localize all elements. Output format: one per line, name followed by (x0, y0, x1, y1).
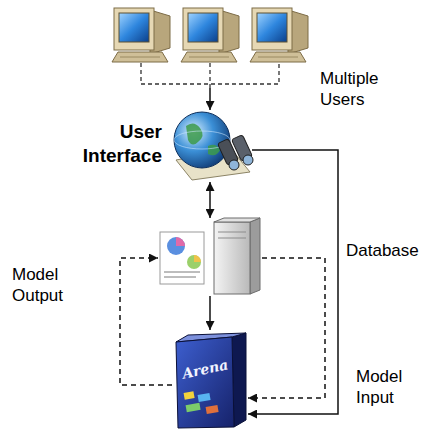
arena-model-box: Arena (172, 330, 248, 430)
report-sheet (160, 232, 204, 284)
arrow-connector (248, 150, 338, 414)
pie-slice (194, 255, 201, 262)
user-group: Multiple Users (110, 4, 310, 88)
box-tile (198, 393, 211, 402)
arrow-connector (209, 182, 211, 218)
user-interface-icon: User Interface (168, 110, 252, 182)
computer-icon (250, 8, 308, 62)
report-line (164, 272, 200, 273)
arena-box (176, 333, 246, 428)
report-lines (164, 272, 200, 277)
edge-label: Model Output (12, 264, 108, 307)
database-icon (160, 218, 260, 294)
box-tile (186, 403, 201, 412)
globe-icon (174, 112, 253, 180)
user-bracket (141, 63, 279, 88)
arrow-connector (209, 88, 211, 110)
database-icon-node: Database (158, 218, 262, 296)
report-line (164, 277, 196, 278)
node-label: Multiple Users (320, 68, 412, 111)
globe (174, 112, 230, 168)
globe-land (186, 123, 220, 155)
server-box (214, 222, 250, 294)
edge-label: Model Input (356, 366, 436, 409)
server-side (250, 218, 260, 294)
server-slot (218, 232, 246, 233)
pie-slice (176, 237, 185, 246)
node-label: Database (346, 240, 438, 261)
binoculars (217, 135, 253, 170)
server-slot (218, 238, 246, 239)
box-tile (206, 405, 219, 414)
dashed-arrow (248, 258, 325, 398)
user-computers (112, 8, 308, 62)
binocular-lens (229, 160, 239, 170)
arrow-connector (209, 296, 211, 330)
computer-icon (181, 8, 239, 62)
node-label: User Interface (50, 120, 162, 168)
server-top (214, 218, 260, 222)
pie-chart (167, 237, 185, 255)
dashed-bracket (209, 63, 210, 88)
pie-chart (187, 255, 201, 269)
computer-icon (112, 8, 170, 62)
box-tile (184, 391, 195, 400)
node-label: Arena (181, 357, 230, 382)
dashed-arrow (120, 258, 172, 385)
box-front (176, 337, 234, 428)
binocular-lens (243, 155, 253, 165)
